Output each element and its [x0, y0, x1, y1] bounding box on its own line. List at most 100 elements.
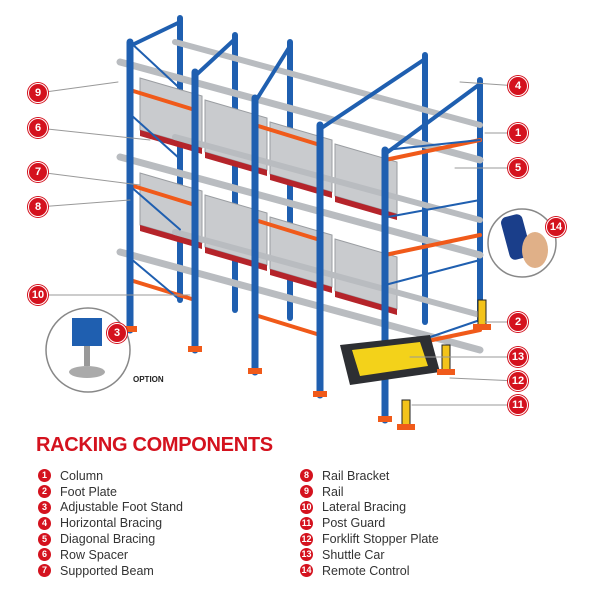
option-label: OPTION	[133, 375, 164, 384]
legend-number: 2	[38, 485, 51, 499]
legend-item: 6 Row Spacer	[38, 547, 183, 563]
callout-1: 1	[508, 123, 528, 143]
row-spacer	[383, 138, 482, 162]
forklift-stopper-plate	[437, 369, 455, 375]
legend-number: 10	[300, 500, 313, 514]
horizontal-bracing	[128, 88, 197, 112]
callout-12: 12	[508, 371, 528, 391]
legend-item: 14 Remote Control	[300, 563, 439, 579]
legend-label: Post Guard	[322, 516, 386, 531]
horizontal-bracing	[253, 44, 292, 104]
callout-10: 10	[28, 285, 48, 305]
legend-label: Forklift Stopper Plate	[322, 532, 439, 547]
post-guard	[441, 344, 451, 372]
diagonal-bracing	[384, 139, 481, 151]
hand	[522, 232, 548, 268]
legend-number: 8	[300, 469, 313, 483]
foot-stand-column	[72, 318, 102, 346]
racking-illustration	[37, 15, 557, 430]
legend-label: Row Spacer	[60, 547, 129, 562]
callout-9: 9	[28, 83, 48, 103]
foot-stand-base	[69, 366, 105, 378]
leader-line	[37, 127, 151, 141]
foot-plate	[248, 368, 262, 374]
legend-label: Horizontal Bracing	[60, 516, 163, 531]
rail	[116, 248, 484, 354]
callout-14: 14	[546, 217, 566, 237]
legend-number: 7	[38, 564, 51, 578]
diagonal-bracing	[384, 199, 481, 219]
legend-label: Shuttle Car	[322, 547, 385, 562]
forklift-stopper-plate	[397, 424, 415, 430]
rail	[172, 39, 483, 128]
legend-number: 14	[300, 564, 313, 578]
legend-label: Diagonal Bracing	[60, 532, 156, 547]
foot-plate	[378, 416, 392, 422]
pallet	[140, 225, 202, 249]
horizontal-bracing	[253, 218, 322, 242]
horizontal-bracing	[193, 37, 237, 78]
section-title: RACKING COMPONENTS	[36, 434, 273, 456]
horizontal-bracing	[318, 57, 427, 131]
horizontal-bracing	[253, 123, 322, 147]
forklift-stopper-plate	[473, 324, 491, 330]
legend-label: Lateral Bracing	[322, 500, 407, 515]
rail	[116, 153, 484, 259]
diagonal-bracing	[384, 259, 481, 286]
rail	[172, 229, 483, 318]
callout-4: 4	[508, 76, 528, 96]
legend-number: 9	[300, 485, 313, 499]
legend-number: 12	[300, 532, 313, 546]
leader-line	[37, 171, 141, 186]
post-guard	[401, 399, 411, 427]
foot-stand-screw	[84, 346, 90, 366]
legend-number: 5	[38, 532, 51, 546]
legend-label: Rail Bracket	[322, 468, 390, 483]
callout-11: 11	[508, 395, 528, 415]
legend-number: 1	[38, 469, 51, 483]
legend-label: Remote Control	[322, 563, 410, 578]
leader-line	[37, 81, 119, 94]
legend-number: 6	[38, 548, 51, 562]
legend-number: 3	[38, 500, 51, 514]
legend-number: 13	[300, 548, 313, 562]
foot-plate	[313, 391, 327, 397]
callout-6: 6	[28, 118, 48, 138]
legend-item: 8 Rail Bracket	[300, 468, 439, 484]
legend-item: 3 Adjustable Foot Stand	[38, 500, 183, 516]
callout-13: 13	[508, 347, 528, 367]
horizontal-bracing	[253, 313, 322, 337]
legend-item: 10 Lateral Bracing	[300, 500, 439, 516]
row-spacer	[383, 233, 482, 257]
callout-5: 5	[508, 158, 528, 178]
legend-item: 12 Forklift Stopper Plate	[300, 531, 439, 547]
callout-2: 2	[508, 312, 528, 332]
callout-3: 3	[107, 323, 127, 343]
leader-line	[37, 199, 131, 208]
callout-7: 7	[28, 162, 48, 182]
horizontal-bracing	[383, 82, 482, 156]
diagonal-bracing	[129, 113, 181, 160]
diagonal-bracing	[129, 41, 181, 90]
foot-plate	[123, 326, 137, 332]
rail	[116, 58, 484, 164]
shuttle-car-top	[352, 342, 428, 376]
legend-label: Adjustable Foot Stand	[60, 500, 183, 515]
horizontal-bracing	[128, 278, 197, 302]
foot-plate	[188, 346, 202, 352]
diagonal-bracing	[129, 185, 181, 231]
horizontal-bracing	[128, 183, 197, 207]
diagonal-bracing	[129, 257, 181, 301]
horizontal-bracing	[128, 20, 182, 48]
leader-line	[449, 377, 519, 382]
legend-item: 13 Shuttle Car	[300, 547, 439, 563]
callout-8: 8	[28, 197, 48, 217]
rail	[172, 134, 483, 223]
legend-item: 5 Diagonal Bracing	[38, 531, 183, 547]
